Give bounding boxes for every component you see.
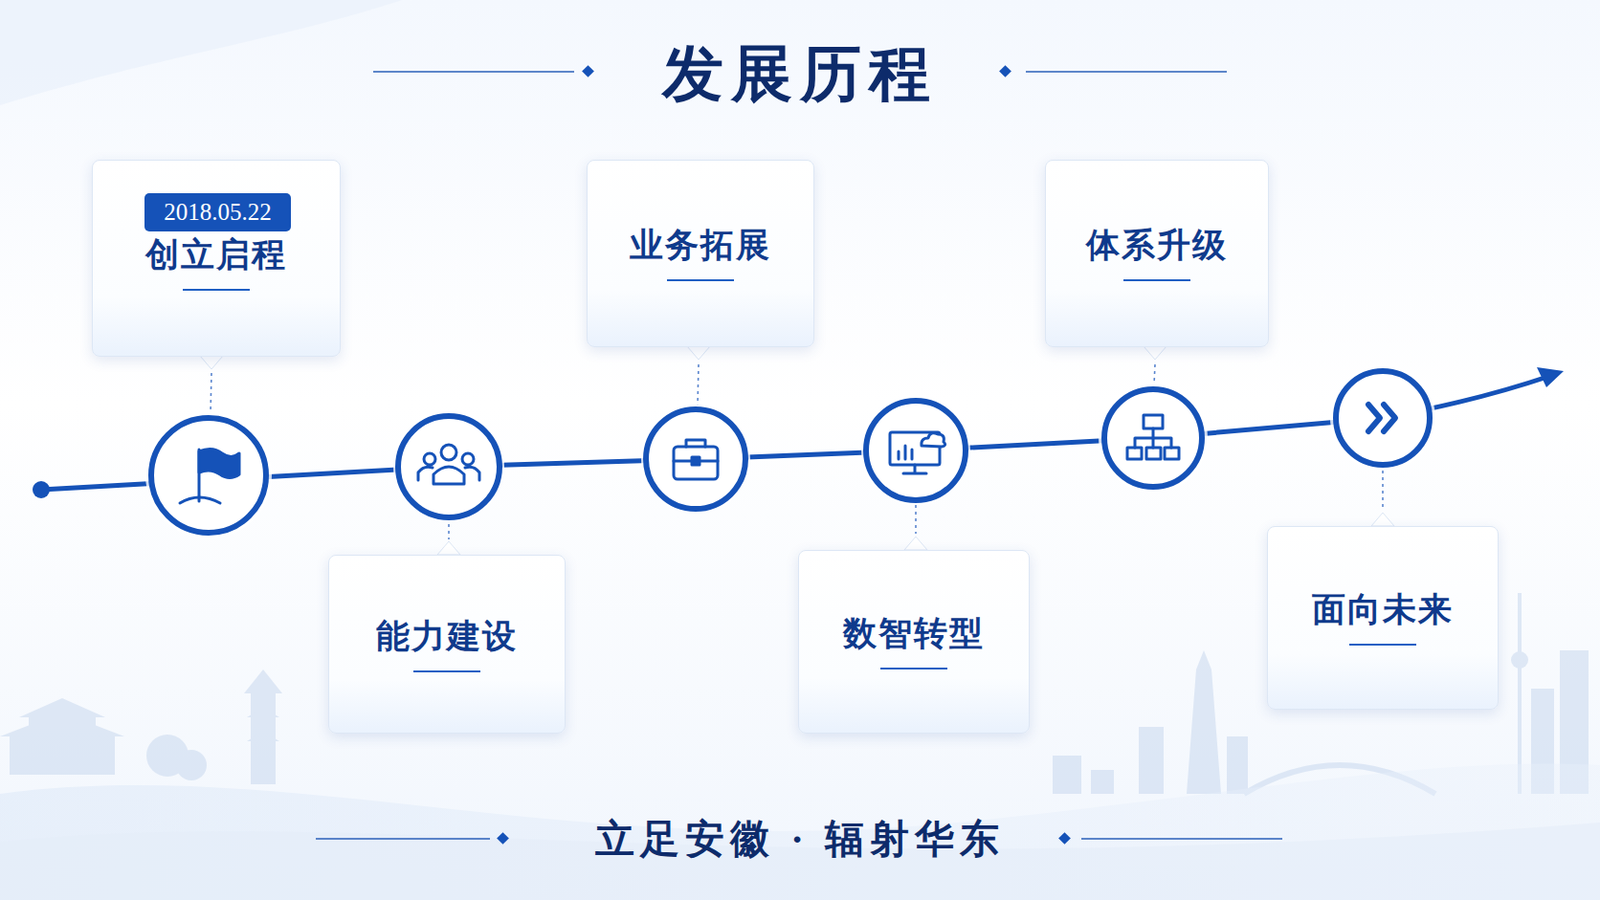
- bottom-wave: [0, 763, 1600, 900]
- caption-rule: [1081, 838, 1283, 841]
- title-underline: [182, 288, 250, 291]
- milestone-title: 业务拓展: [629, 225, 772, 267]
- title-block: 发展历程: [0, 32, 1600, 116]
- milestone-icons: [179, 404, 1396, 504]
- caption-text: 立足安徽 · 辐射华东: [595, 817, 1005, 862]
- caption-diamond: [1058, 832, 1071, 845]
- title-underline: [1123, 279, 1191, 282]
- title-underline: [666, 279, 734, 282]
- title-rule: [1025, 70, 1227, 73]
- title-diamond: [581, 65, 595, 78]
- title-rule: [373, 70, 575, 73]
- milestone-box: 体系升级: [1044, 159, 1269, 348]
- corner-wave: [0, 0, 402, 106]
- title-diamond: [999, 65, 1012, 78]
- timeline-start: [32, 481, 50, 499]
- timeline-arrowhead: [1536, 367, 1564, 388]
- milestone-title: 面向未来: [1311, 590, 1454, 631]
- milestone-title: 数智转型: [843, 614, 985, 655]
- caption-rule: [315, 838, 490, 841]
- milestone-box: 业务拓展: [586, 159, 815, 348]
- caption-block: 立足安徽 · 辐射华东: [0, 813, 1600, 867]
- skyline-left: [0, 669, 283, 785]
- milestone-title: 能力建设: [376, 617, 518, 658]
- date-badge: 2018.05.22: [144, 193, 291, 232]
- leader-lines: [210, 364, 1383, 540]
- milestone-title: 创立启程: [145, 235, 288, 276]
- milestone-title: 体系升级: [1086, 225, 1228, 267]
- milestone-box: 数智转型: [798, 550, 1030, 734]
- title-underline: [413, 670, 481, 673]
- box-pointers: [200, 346, 1395, 556]
- title-underline: [880, 667, 948, 670]
- title-text: 发展历程: [662, 40, 938, 109]
- caption-diamond: [496, 832, 510, 845]
- milestone-box: 创立启程 2018.05.22: [91, 159, 341, 357]
- date-text: 2018.05.22: [163, 199, 272, 226]
- milestone-box: 能力建设: [328, 555, 566, 734]
- milestone-circles: [145, 365, 1436, 539]
- title-underline: [1349, 644, 1417, 646]
- milestone-box: 面向未来: [1266, 526, 1499, 711]
